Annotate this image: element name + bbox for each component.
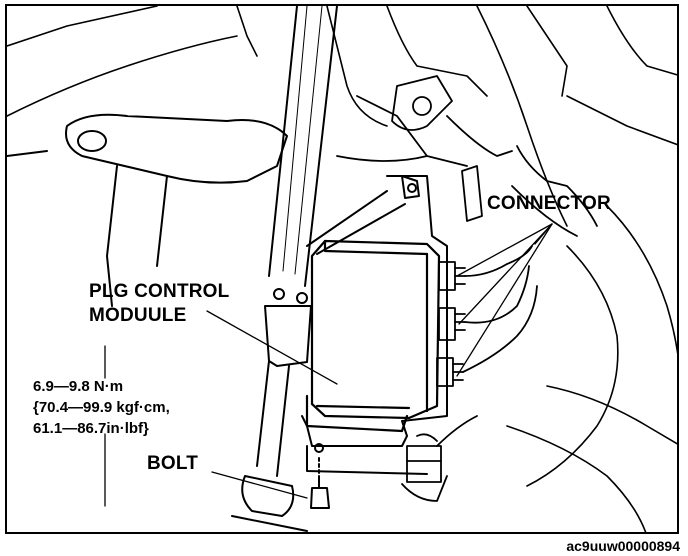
body-structure — [7, 6, 677, 532]
torque-spec-line2: {70.4—99.9 kgf·cm, — [33, 399, 170, 416]
module-label-line1: PLG CONTROL — [89, 281, 230, 302]
figure-code: ac9uuw00000894 — [566, 538, 680, 554]
plg-control-module-illustration — [7, 6, 677, 532]
gas-strut — [231, 6, 338, 532]
connector-leader-4 — [534, 223, 553, 245]
lower-connector — [401, 415, 478, 502]
torque-spec-line3: 61.1—86.7in·lbf} — [33, 420, 149, 437]
bolt-label: BOLT — [147, 453, 199, 474]
module-leader — [206, 310, 338, 385]
connector-leader-1 — [456, 223, 553, 277]
diagram-frame: CONNECTOR PLG CONTROL MODUULE 6.9—9.8 N·… — [5, 4, 679, 534]
torque-spec-line1: 6.9—9.8 N·m — [33, 378, 124, 395]
mounting-bracket — [301, 175, 448, 475]
connector-label: CONNECTOR — [487, 193, 611, 214]
leader-lines — [104, 223, 553, 507]
upper-mechanism — [336, 75, 513, 222]
bolt-leader — [211, 471, 308, 499]
control-module-box — [305, 239, 441, 433]
connector-leader-3 — [456, 223, 553, 377]
left-bracket — [7, 113, 288, 307]
bolt — [310, 457, 330, 509]
module-connectors — [436, 145, 598, 387]
module-label-line2: MODUULE — [89, 305, 187, 326]
connector-leader-2 — [458, 223, 553, 325]
